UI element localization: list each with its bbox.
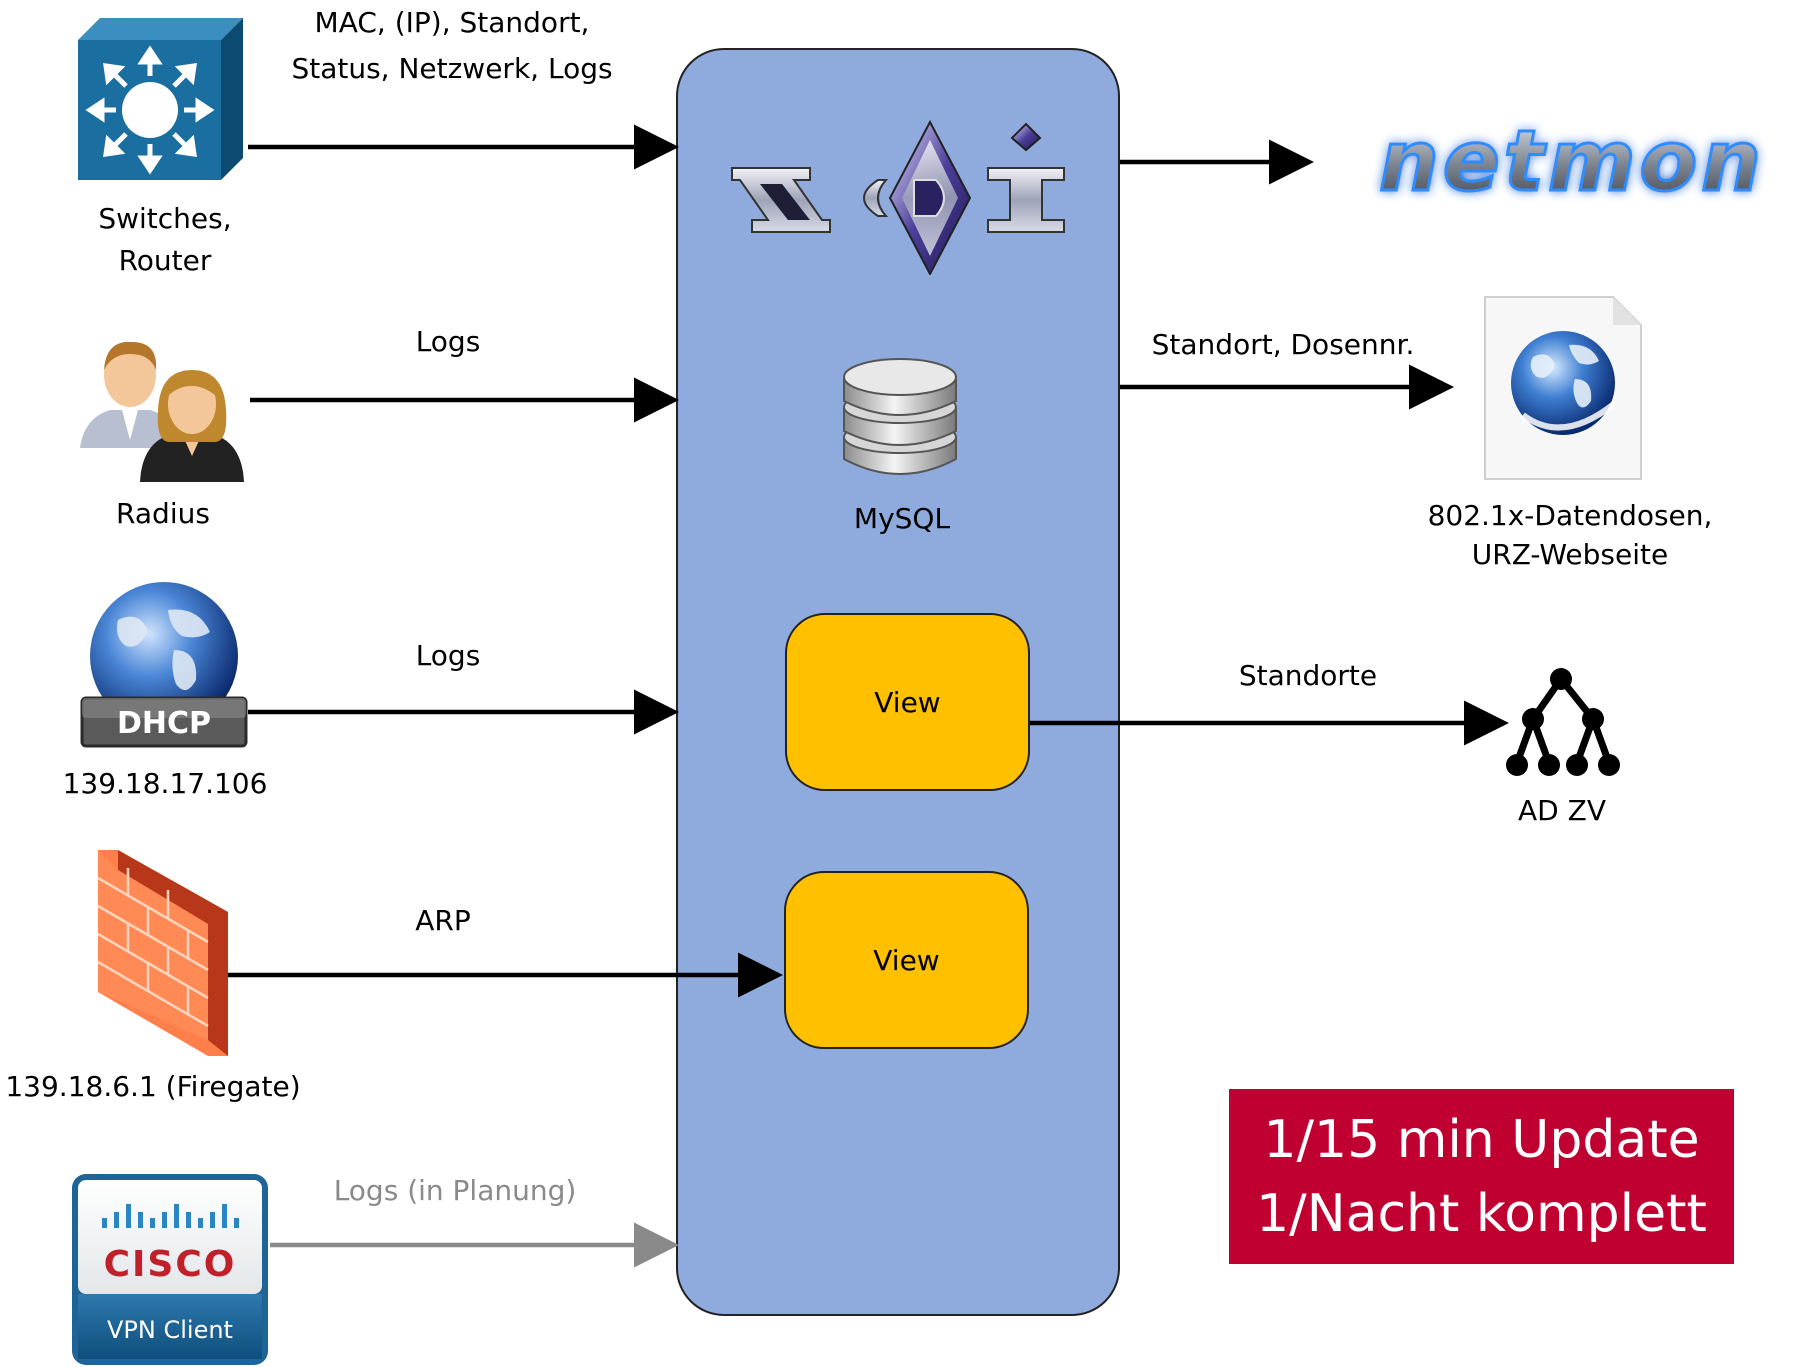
xdi-logo xyxy=(731,120,1065,275)
switches-flow-label-line2: Status, Netzwerk, Logs xyxy=(291,52,613,85)
view-box-1: View xyxy=(785,613,1030,791)
vpn-flow-label: Logs (in Planung) xyxy=(333,1174,577,1207)
radius-label: Radius xyxy=(116,497,210,530)
mysql-label: MySQL xyxy=(853,502,951,535)
update-line-1: 1/15 min Update xyxy=(1263,1109,1700,1170)
ad-flow-label: Standorte xyxy=(1238,659,1378,692)
update-line-2: 1/Nacht komplett xyxy=(1256,1183,1707,1244)
web-flow-label: Standort, Dosennr. xyxy=(1151,328,1415,361)
view-box-2: View xyxy=(784,871,1029,1049)
dhcp-flow-label: Logs xyxy=(415,639,481,672)
view-box-2-label: View xyxy=(873,943,940,977)
firewall-flow-label: ARP xyxy=(415,904,471,937)
switches-flow-label-line1: MAC, (IP), Standort, xyxy=(314,6,590,39)
firewall-icon xyxy=(98,850,228,1056)
dhcp-ip-label: 139.18.17.106 xyxy=(62,767,268,800)
switches-label-line2: Router xyxy=(118,244,212,277)
cisco-vpn-client-icon: CISCO VPN Client xyxy=(72,1174,268,1365)
dhcp-badge-text: DHCP xyxy=(117,706,211,741)
radius-flow-label: Logs xyxy=(415,325,481,358)
update-schedule-note: 1/15 min Update 1/Nacht komplett xyxy=(1229,1089,1734,1264)
web-label-line2: URZ-Webseite xyxy=(1471,538,1669,571)
firewall-label: 139.18.6.1 (Firegate) xyxy=(5,1070,301,1103)
switches-label-line1: Switches, xyxy=(98,202,232,235)
cisco-brand-text: CISCO xyxy=(104,1244,237,1285)
web-label-line1: 802.1x-Datendosen, xyxy=(1427,499,1713,532)
directory-tree-icon xyxy=(1506,668,1620,776)
vpn-client-caption: VPN Client xyxy=(107,1316,233,1344)
users-icon xyxy=(80,341,244,482)
view-box-1-label: View xyxy=(874,685,941,719)
database-icon xyxy=(843,358,957,475)
switch-router-icon xyxy=(78,18,243,180)
webpage-document-icon xyxy=(1484,296,1642,480)
netmon-logo: netmon xyxy=(1378,118,1765,212)
ad-label: AD ZV xyxy=(1518,794,1606,827)
netmon-logo-text: netmon xyxy=(1379,118,1765,210)
dhcp-globe-icon: DHCP xyxy=(80,582,248,748)
